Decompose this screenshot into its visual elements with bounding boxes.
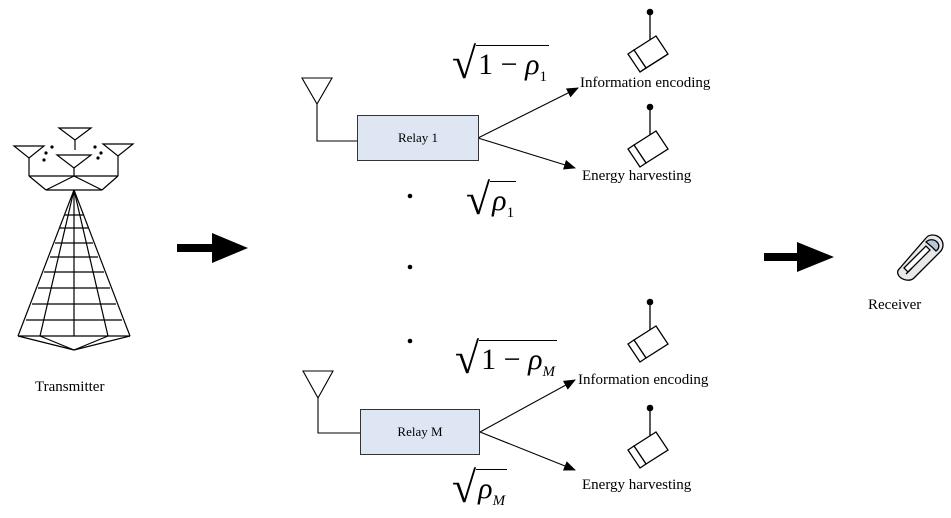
sqrt-rho1: √ρ1 — [466, 175, 517, 224]
relay1-antenna-icon — [301, 77, 357, 142]
device-icon-info-M — [627, 298, 669, 363]
receiver-label: Receiver — [868, 297, 922, 313]
device-icon-energy-1 — [627, 103, 669, 168]
transmitter-label: Transmitter — [35, 379, 105, 395]
device-icon-info-1 — [627, 8, 669, 73]
device-icon-energy-M — [627, 404, 669, 469]
transmit-arrow-icon — [177, 233, 248, 263]
receiver-phone-icon — [896, 234, 944, 281]
info-encoding-label-M: Information encoding — [578, 372, 709, 388]
info-encoding-label-1: Information encoding — [580, 75, 711, 91]
relayM-antenna-icon — [302, 370, 360, 434]
ellipsis-dots — [407, 193, 413, 344]
relay-M-label: Relay M — [397, 424, 443, 439]
sqrt-one-minus-rho1: √1 − ρ1 — [452, 39, 549, 88]
energy-harvesting-label-M: Energy harvesting — [582, 477, 692, 493]
relay-1-label: Relay 1 — [397, 130, 439, 145]
sqrt-one-minus-rhoM: √1 − ρM — [455, 334, 557, 383]
sqrt-rhoM: √ρM — [452, 463, 508, 512]
relay-M-box: Relay M — [360, 409, 480, 455]
forward-arrow-icon — [764, 242, 834, 272]
relay1-split-arrows — [477, 87, 579, 170]
energy-harvesting-label-1: Energy harvesting — [582, 168, 692, 184]
relay-1-box: Relay 1 — [357, 115, 479, 161]
relayM-split-arrows — [479, 379, 576, 471]
transmitter-tower-icon — [12, 127, 135, 351]
